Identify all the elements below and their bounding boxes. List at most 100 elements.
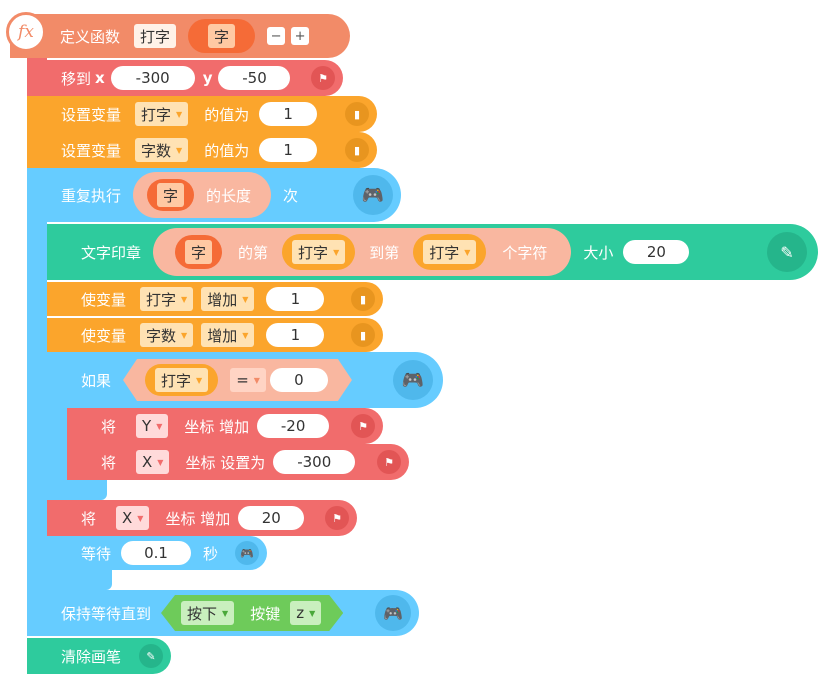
move-to-block[interactable]: 移到 x -300 y -50 ⚑ (27, 60, 343, 96)
y-input[interactable]: -50 (218, 66, 291, 90)
value-input[interactable]: 1 (266, 287, 325, 311)
key-dropdown-value: z (296, 604, 305, 622)
param-field: 字 (157, 183, 185, 207)
function-name-field[interactable]: 打字 (134, 24, 177, 48)
var-dropdown[interactable]: 打字▼ (155, 368, 208, 392)
gamepad-icon: 🎮 (353, 175, 393, 215)
axis-dropdown[interactable]: X▼ (116, 506, 150, 530)
set-variable-block-1[interactable]: 设置变量 打字▼ 的值为 1 ▮ (27, 96, 377, 132)
wait-input[interactable]: 0.1 (121, 541, 192, 565)
dropdown-arrow-icon: ▼ (464, 247, 471, 257)
motion-icon: ⚑ (311, 66, 335, 90)
repeat-arm-bottom (27, 568, 112, 590)
key-label: 按键 (250, 604, 281, 623)
fx-icon: fx (6, 12, 46, 52)
param-pill[interactable]: 字 (147, 179, 195, 211)
seconds-label: 秒 (203, 544, 219, 563)
var-dropdown[interactable]: 打字▼ (140, 287, 194, 311)
repeat-block[interactable]: 重复执行 字 的长度 次 🎮 (27, 168, 401, 222)
if-block[interactable]: 如果 打字▼ =▼ 0 🎮 (47, 352, 443, 408)
wait-block[interactable]: 等待 0.1 秒 🎮 (47, 536, 267, 570)
stamp-label: 文字印章 (81, 243, 142, 262)
from-var-reporter[interactable]: 打字▼ (282, 234, 356, 270)
key-pressed-reporter[interactable]: 按下▼ 按键 z▼ (161, 595, 343, 631)
action-label: 坐标 增加 (184, 417, 250, 436)
axis-dropdown-value: Y (142, 417, 152, 435)
clear-pen-label: 清除画笔 (61, 647, 122, 666)
to-label: 到第 (369, 243, 400, 262)
value-input[interactable]: 20 (238, 506, 305, 530)
var-dropdown[interactable]: 字数 ▼ (140, 323, 194, 347)
value-input[interactable]: -300 (273, 450, 356, 474)
dropdown-arrow-icon: ▼ (137, 513, 144, 523)
param-pill[interactable]: 字 (175, 235, 223, 269)
dropdown-arrow-icon: ▼ (242, 330, 249, 340)
clear-pen-block[interactable]: 清除画笔 ✎ (27, 638, 171, 674)
x-input[interactable]: -300 (110, 66, 195, 90)
size-input[interactable]: 20 (623, 240, 690, 264)
motion-icon: ⚑ (325, 506, 349, 530)
var-dropdown[interactable]: 打字 ▼ (135, 102, 189, 126)
dropdown-arrow-icon: ▼ (156, 421, 163, 431)
gamepad-icon: 🎮 (393, 360, 433, 400)
from-label: 的第 (238, 243, 269, 262)
dropdown-arrow-icon: ▼ (333, 247, 340, 257)
event-dropdown[interactable]: 按下▼ (181, 601, 234, 625)
gamepad-icon: 🎮 (235, 541, 259, 565)
value-input[interactable]: 1 (259, 102, 318, 126)
axis-dropdown-value: X (122, 509, 133, 527)
dropdown-arrow-icon: ▼ (157, 457, 164, 467)
dropdown-arrow-icon: ▼ (181, 330, 188, 340)
param-pill[interactable]: 字 (188, 19, 256, 53)
change-var-label: 使变量 (81, 290, 127, 309)
dropdown-arrow-icon: ▼ (176, 109, 183, 119)
dropdown-arrow-icon: ▼ (222, 608, 229, 618)
op-dropdown[interactable]: 增加▼ (201, 323, 255, 347)
value-input[interactable]: 1 (266, 323, 325, 347)
key-dropdown[interactable]: z▼ (290, 601, 321, 625)
action-label: 坐标 设置为 (185, 453, 266, 472)
change-variable-block-2[interactable]: 使变量 字数▼ 增加▼ 1 ▮ (47, 318, 383, 352)
plus-button[interactable]: + (291, 27, 310, 45)
change-variable-block-1[interactable]: 使变量 打字▼ 增加▼ 1 ▮ (47, 282, 383, 316)
minus-button[interactable]: − (267, 27, 286, 45)
var-dropdown[interactable]: 打字▼ (423, 240, 477, 264)
repeat-arm (27, 168, 47, 588)
param-field[interactable]: 字 (208, 24, 236, 48)
substring-reporter[interactable]: 字 的第 打字▼ 到第 打字▼ 个字符 (153, 228, 572, 276)
times-label: 次 (283, 186, 299, 205)
var-dropdown-value: 字数 (146, 326, 177, 345)
set-label: 将 (81, 509, 97, 528)
define-function-block[interactable]: 定义函数 打字 字 − + (10, 14, 350, 58)
length-reporter[interactable]: 字 的长度 (133, 172, 272, 218)
var-reporter[interactable]: 打字▼ (145, 364, 218, 396)
to-var-reporter[interactable]: 打字▼ (413, 234, 487, 270)
dropdown-arrow-icon: ▼ (196, 375, 203, 385)
set-variable-block-2[interactable]: 设置变量 字数▼ 的值为 1 ▮ (27, 132, 377, 168)
axis-dropdown[interactable]: Y▼ (136, 414, 169, 438)
change-y-block[interactable]: 将 Y▼ 坐标 增加 -20 ⚑ (67, 408, 383, 444)
size-label: 大小 (583, 243, 614, 262)
value-input[interactable]: 0 (270, 368, 328, 392)
value-input[interactable]: 1 (259, 138, 318, 162)
op-dropdown-value: 增加 (207, 290, 238, 309)
length-label: 的长度 (206, 186, 252, 205)
condition-reporter[interactable]: 打字▼ =▼ 0 (123, 359, 352, 401)
wait-label: 等待 (81, 544, 112, 563)
var-dropdown[interactable]: 字数▼ (135, 138, 189, 162)
var-dropdown[interactable]: 打字▼ (292, 240, 346, 264)
text-stamp-block[interactable]: 文字印章 字 的第 打字▼ 到第 打字▼ 个字符 大小 20 ✎ (47, 224, 818, 280)
change-x-block[interactable]: 将 X▼ 坐标 增加 20 ⚑ (47, 500, 357, 536)
op-dropdown[interactable]: 增加▼ (201, 287, 255, 311)
set-label: 将 (101, 417, 117, 436)
var-dropdown-value: 打字 (141, 105, 172, 124)
set-x-block[interactable]: 将 X▼ 坐标 设置为 -300 ⚑ (67, 444, 409, 480)
var-dropdown-value: 打字 (146, 290, 177, 309)
define-label: 定义函数 (60, 27, 121, 46)
wait-until-block[interactable]: 保持等待直到 按下▼ 按键 z▼ 🎮 (27, 590, 419, 636)
op-dropdown[interactable]: =▼ (230, 368, 266, 392)
pen-icon: ✎ (139, 644, 163, 668)
move-to-label: 移到 (61, 69, 92, 88)
axis-dropdown[interactable]: X▼ (136, 450, 170, 474)
value-input[interactable]: -20 (257, 414, 330, 438)
